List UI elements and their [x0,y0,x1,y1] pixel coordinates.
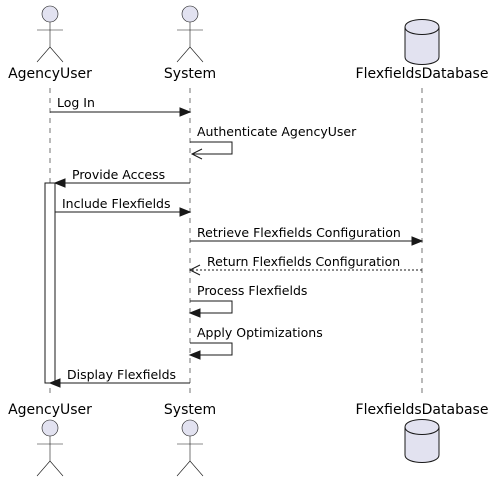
arrowhead-icon [411,236,424,246]
message-label: Display Flexfields [67,367,176,382]
arrowhead-icon [179,207,192,217]
participant-label: FlexfieldsDatabase [356,402,489,418]
arrowhead-icon [179,107,192,117]
arrowhead-icon [190,148,203,160]
message-label: Process Flexfields [197,283,307,298]
message-label: Retrieve Flexfields Configuration [197,225,401,240]
message-arrow-line [190,342,233,356]
participant-label: System [164,402,216,418]
actor-icon [36,5,64,63]
message-arrow-line [190,141,233,155]
message-display-flexfields: Display Flexfields [48,367,190,388]
message-label: Apply Optimizations [197,325,323,340]
participant-system-bottom: System [164,402,216,477]
activation-bar-agency-user [44,182,56,384]
arrowhead-icon [188,308,201,318]
message-authenticate-agency-user: Authenticate AgencyUser [190,124,357,160]
database-icon [404,19,440,65]
message-log-in: Log In [50,95,192,117]
arrowhead-icon [53,178,66,188]
arrowhead-icon [188,264,201,276]
message-apply-optimizations: Apply Optimizations [188,325,323,360]
message-label: Include Flexfields [62,196,171,211]
actor-icon [36,419,64,477]
message-label: Authenticate AgencyUser [197,124,357,139]
participant-label: AgencyUser [8,66,92,82]
participant-label: AgencyUser [8,402,92,418]
message-include-flexfields: Include Flexfields [55,196,192,217]
participant-agency-user-top: AgencyUser [8,5,92,82]
message-retrieve-flexfields-configuration: Retrieve Flexfields Configuration [190,225,424,246]
arrowhead-icon [48,378,61,388]
participant-agency-user-bottom: AgencyUser [8,402,92,477]
actor-icon [176,5,204,63]
actor-icon [176,419,204,477]
message-label: Provide Access [72,167,165,182]
participant-label: System [164,66,216,82]
participant-label: FlexfieldsDatabase [356,66,489,82]
participant-flexfields-database-top: FlexfieldsDatabase [356,19,489,82]
participant-flexfields-database-bottom: FlexfieldsDatabase [356,402,489,463]
message-label: Log In [57,95,95,110]
message-return-flexfields-configuration: Return Flexfields Configuration [188,254,422,276]
message-provide-access: Provide Access [53,167,190,188]
message-label: Return Flexfields Configuration [207,254,400,269]
participant-system-top: System [164,5,216,82]
message-process-flexfields: Process Flexfields [188,283,307,318]
arrowhead-icon [188,350,201,360]
database-icon [404,419,440,463]
message-arrow-line [190,300,233,314]
